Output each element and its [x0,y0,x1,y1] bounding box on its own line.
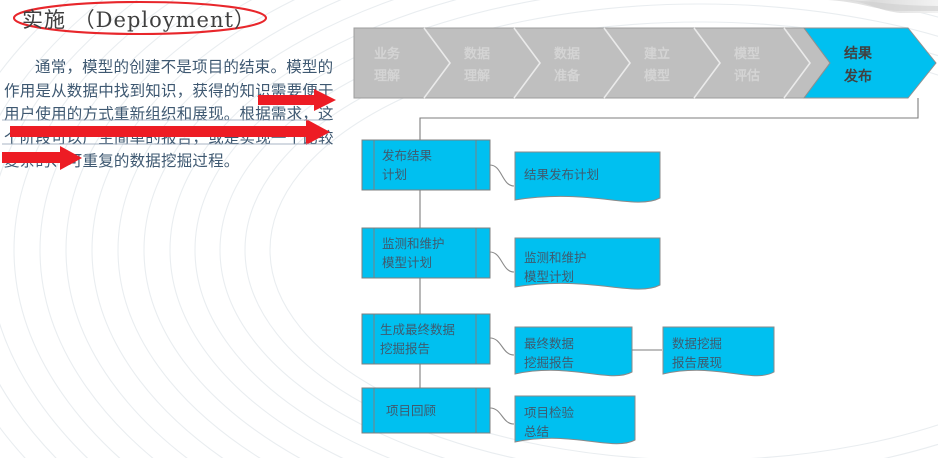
task-node-3[interactable]: 项目回顾 [361,387,491,434]
task-node-0-line2: 计划 [382,167,407,182]
page-title-group: 实施 （Deployment） [12,0,304,36]
chevron-label-3-line2: 模型 [644,68,670,84]
body-paragraph-block: 通常，模型的创建不是项目的结束。模型的作用是从数据中找到知识，获得的知识需要便于… [4,56,340,174]
task-node-1-line2: 模型计划 [382,255,432,270]
page-title: 实施 （Deployment） [22,8,256,32]
output-doc-0-line1: 结果发布计划 [524,167,599,182]
output-doc-3-line2: 总结 [524,424,549,439]
chevron-active-result-release[interactable] [803,27,937,99]
secondary-output-doc-0[interactable]: 数据挖掘 报告展现 [662,326,775,377]
output-doc-0[interactable]: 结果发布计划 [514,151,661,203]
chevron-label-2-line2: 准备 [554,68,581,84]
task-node-2-line2: 挖掘报告 [380,341,430,356]
output-doc-2-line2: 挖掘报告 [524,355,574,370]
task-node-2-line1: 生成最终数据 [380,322,455,337]
deployment-flow-diagram: 业务 理解 数据 理解 数据 准备 建立 模型 模型 评估 结果 发布 [352,0,938,458]
output-doc-3[interactable]: 项目检验 总结 [514,395,636,445]
output-doc-2[interactable]: 最终数据 挖掘报告 [514,326,633,377]
chevron-label-3-line1: 建立 [644,46,670,62]
process-bar [353,27,937,99]
output-doc-3-line1: 项目检验 [524,405,575,420]
output-doc-2-line1: 最终数据 [524,336,574,351]
task-node-0[interactable]: 发布结果 计划 [361,139,491,191]
red-ellipse-highlight-icon [12,0,268,36]
secondary-output-doc-0-line1: 数据挖掘 [672,336,722,351]
task-to-output-connectors [489,164,515,425]
body-paragraph: 通常，模型的创建不是项目的结束。模型的作用是从数据中找到知识，获得的知识需要便于… [4,58,334,170]
chevron-label-0-line2: 理解 [374,68,400,84]
output-doc-1-line1: 监测和维护 [524,250,587,265]
chevron-label-1-line1: 数据 [464,46,490,62]
bar-to-flow-connector [419,98,919,140]
chevron-label-2-line1: 数据 [554,46,580,62]
chevron-label-0-line1: 业务 [374,46,401,62]
secondary-output-doc-0-line2: 报告展现 [672,355,722,370]
output-doc-1-line2: 模型计划 [524,269,574,284]
chevron-label-4-line2: 评估 [734,68,760,84]
task-node-3-line1: 项目回顾 [386,403,436,418]
task-node-0-line1: 发布结果 [382,148,433,163]
chevron-label-5-line1: 结果 [844,45,873,62]
chevron-label-4-line1: 模型 [734,46,760,62]
process-bar-labels: 业务 理解 数据 理解 数据 准备 建立 模型 模型 评估 结果 发布 [374,45,873,85]
task-node-2[interactable]: 生成最终数据 挖掘报告 [361,313,491,365]
task-node-1[interactable]: 监测和维护 模型计划 [361,227,491,279]
chevron-label-5-line2: 发布 [843,68,872,85]
task-node-1-line1: 监测和维护 [382,236,445,251]
output-doc-1[interactable]: 监测和维护 模型计划 [514,237,661,290]
chevron-label-1-line2: 理解 [464,68,490,84]
